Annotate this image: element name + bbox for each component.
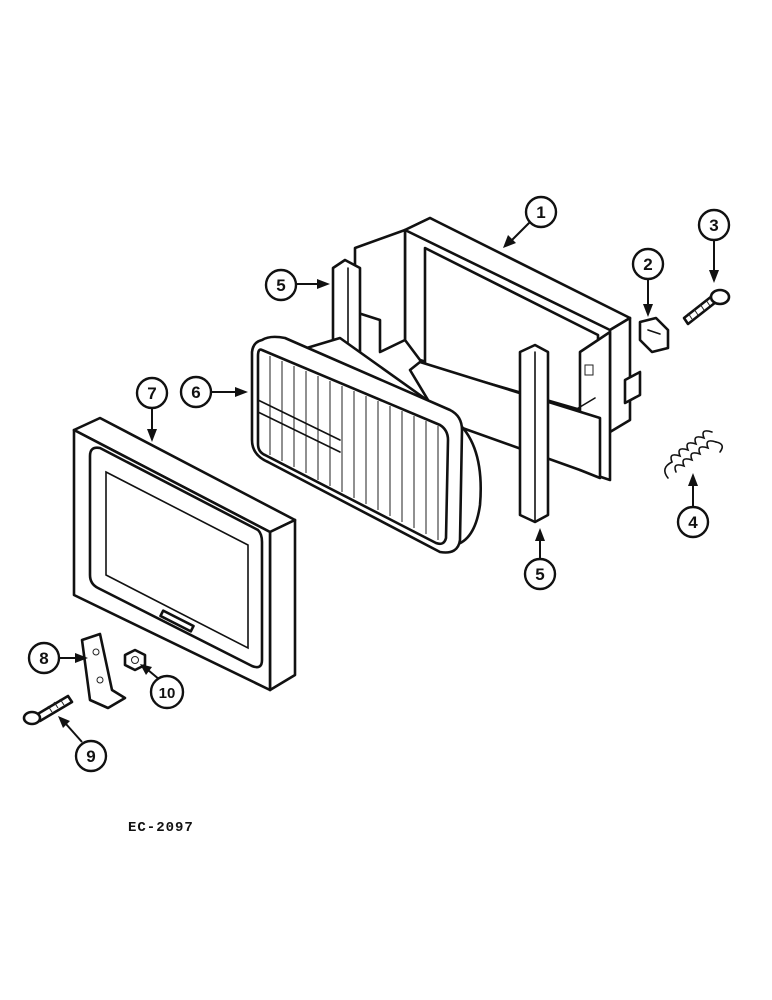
- leader-1: [503, 221, 531, 248]
- screw: [682, 288, 731, 326]
- clip-nut: [638, 316, 670, 354]
- leader-4: [688, 473, 698, 507]
- svg-text:9: 9: [86, 747, 95, 766]
- callout-2: 2: [631, 247, 665, 281]
- svg-text:6: 6: [191, 383, 200, 402]
- svg-text:5: 5: [535, 565, 544, 584]
- callout-6: 6: [179, 375, 213, 409]
- svg-text:8: 8: [39, 649, 48, 668]
- callout-7: 7: [135, 376, 169, 410]
- leader-7: [147, 408, 157, 442]
- bezel-frame: [72, 416, 297, 692]
- callout-1: 1: [524, 195, 558, 229]
- leader-5a: [296, 279, 330, 289]
- mounting-bracket: [353, 216, 642, 482]
- callout-5-left: 5: [264, 268, 298, 302]
- headlamp-sealed-beam: [250, 335, 482, 554]
- callout-10: 10: [149, 674, 185, 710]
- svg-text:5: 5: [276, 276, 285, 295]
- svg-text:7: 7: [147, 384, 156, 403]
- leader-10: [140, 664, 161, 681]
- tension-spring: [664, 430, 724, 479]
- svg-text:3: 3: [709, 216, 718, 235]
- leader-8: [60, 653, 88, 663]
- hex-nut: [123, 648, 147, 672]
- bolt: [22, 694, 74, 726]
- callout-9: 9: [74, 739, 108, 773]
- callout-8: 8: [27, 641, 61, 675]
- svg-text:2: 2: [643, 255, 652, 274]
- svg-text:10: 10: [159, 685, 176, 702]
- svg-text:4: 4: [688, 513, 698, 532]
- callout-4: 4: [676, 505, 710, 539]
- leader-5b: [535, 528, 545, 559]
- reference-code: EC-2097: [128, 820, 194, 836]
- leader-3: [709, 240, 719, 283]
- l-bracket: [80, 632, 127, 710]
- leader-9: [58, 716, 83, 743]
- leader-6: [212, 387, 248, 397]
- seal-strip-right: [518, 343, 550, 524]
- callout-5-right: 5: [523, 557, 557, 591]
- leader-2: [643, 280, 653, 317]
- callout-3: 3: [697, 208, 731, 242]
- svg-text:1: 1: [536, 203, 545, 222]
